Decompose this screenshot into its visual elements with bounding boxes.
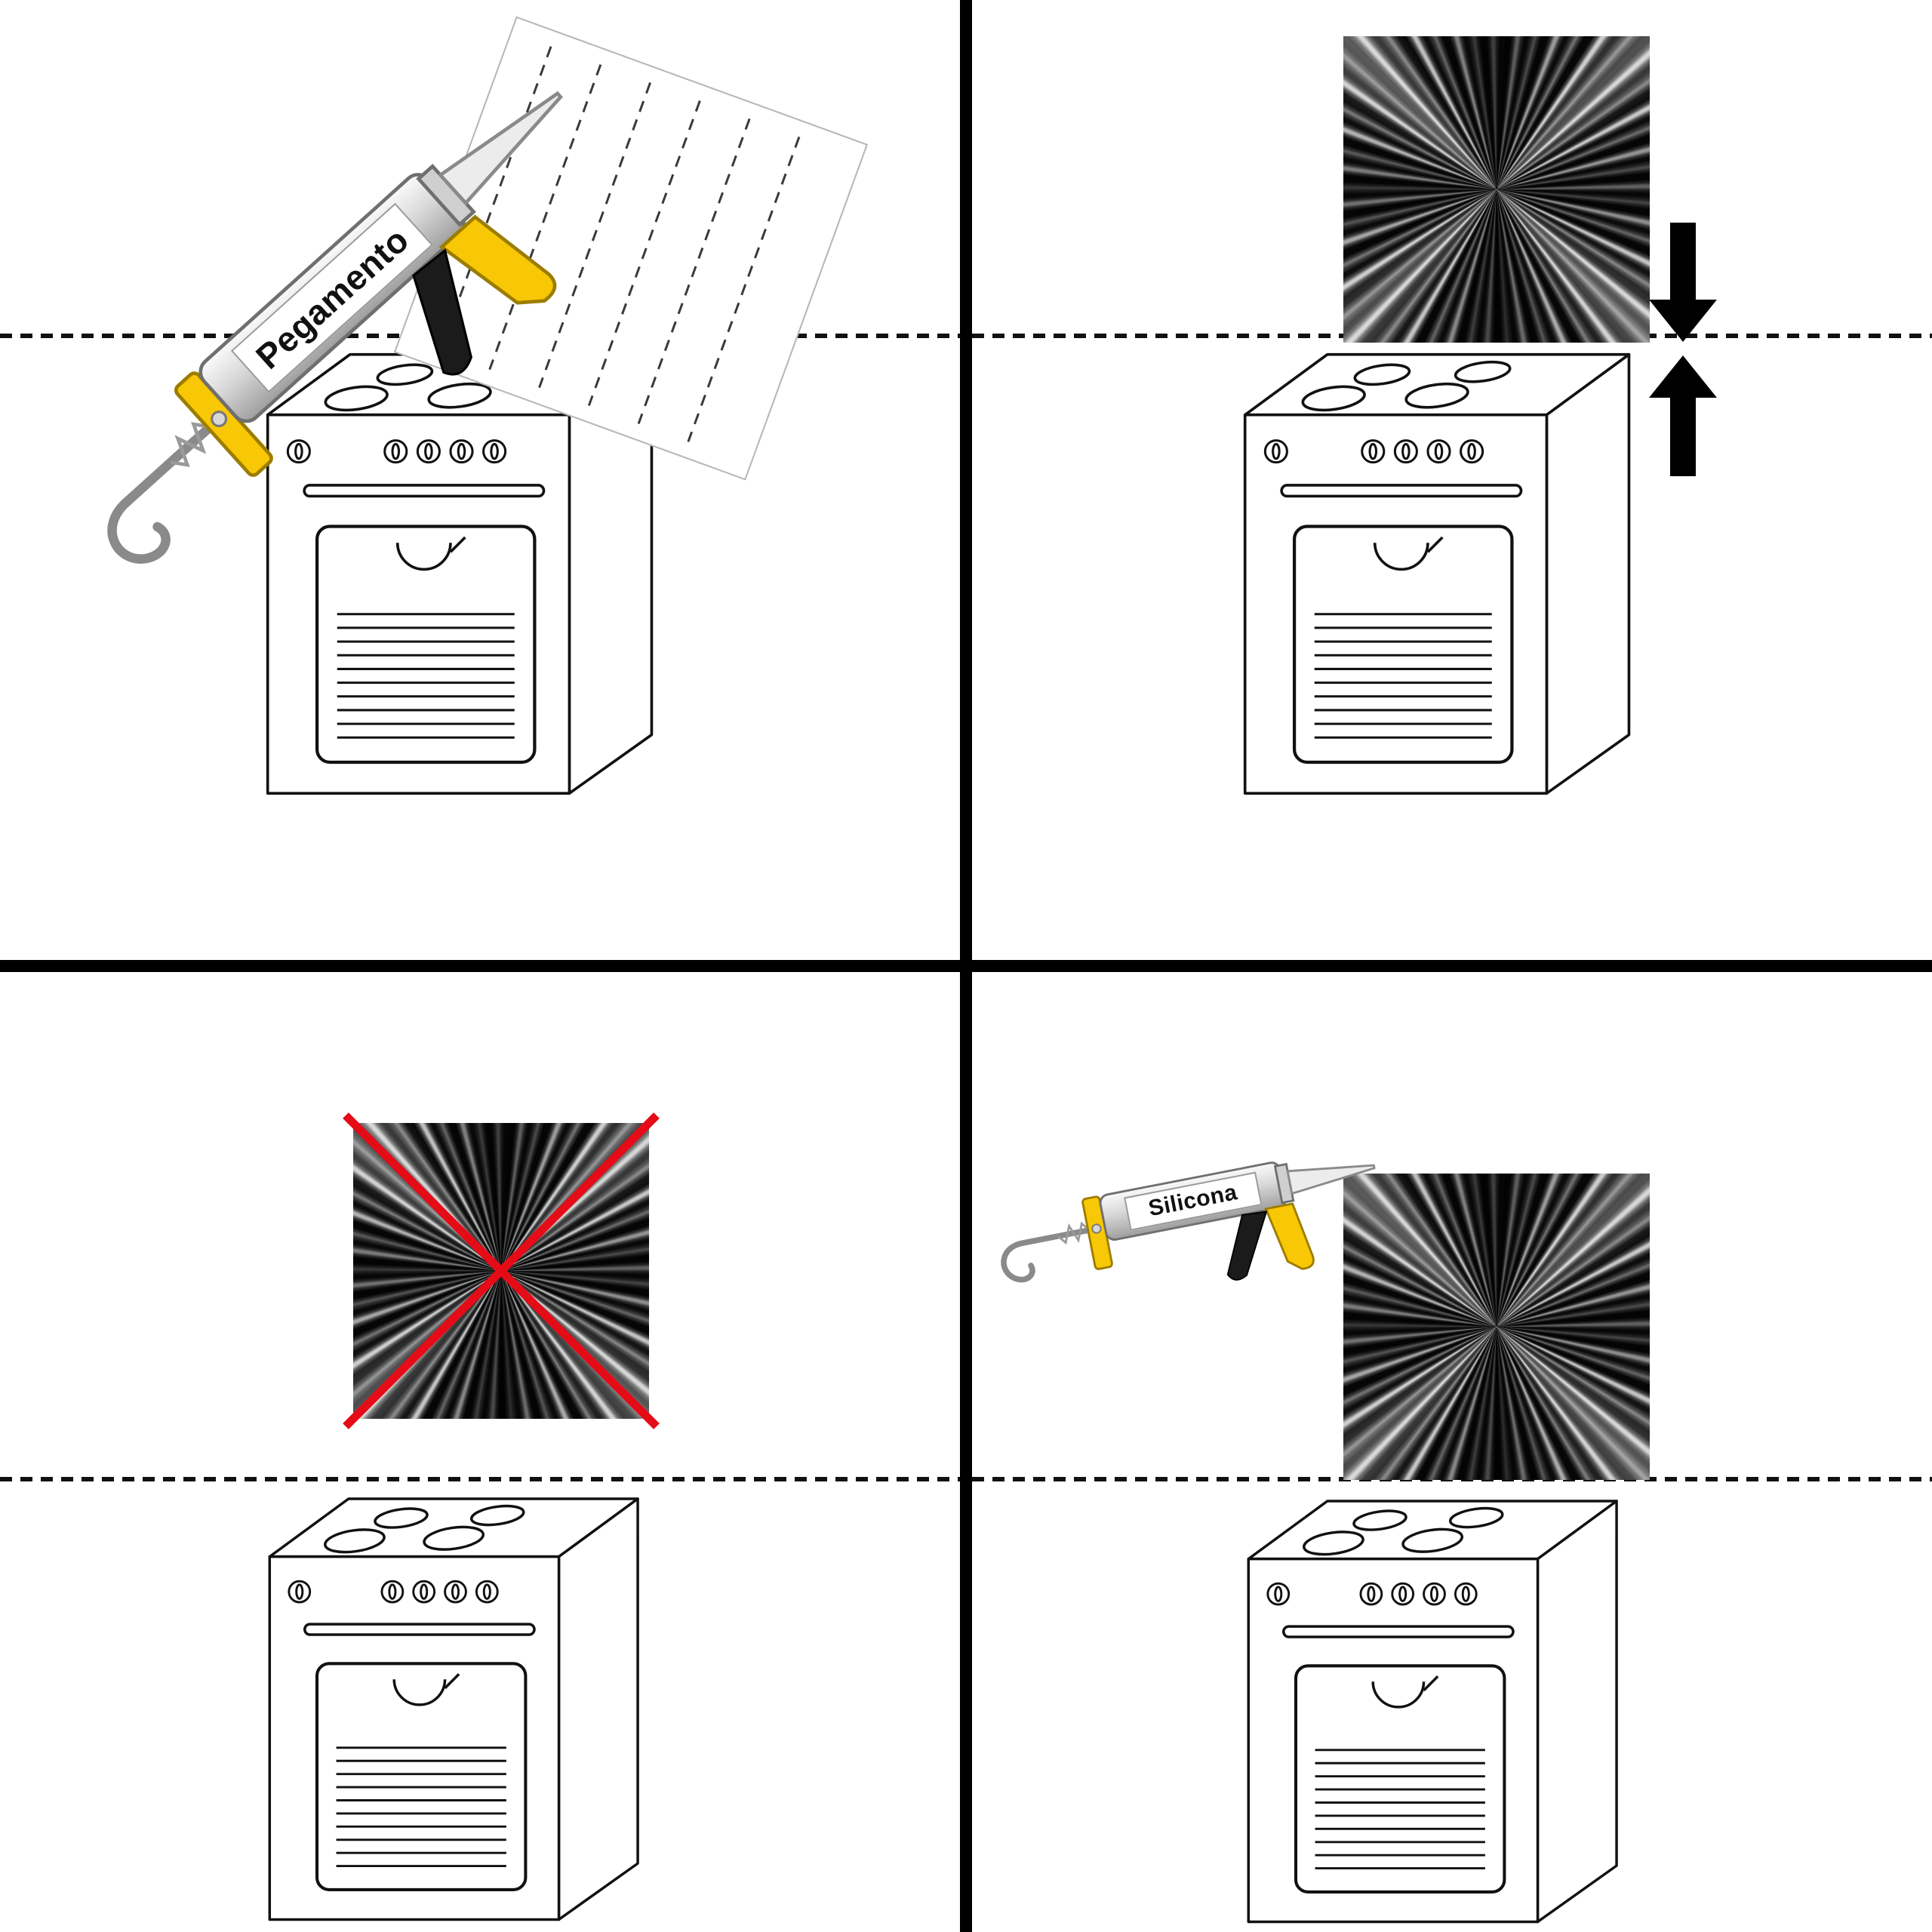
- stove-illustration: [263, 1488, 648, 1922]
- caulk-gun-icon: Silicona: [972, 1103, 1396, 1341]
- no-symbol-x-icon: [343, 1112, 660, 1429]
- step-3-prohibited: [0, 972, 960, 1932]
- stove-illustration: [1241, 1491, 1627, 1924]
- step-4-apply-silicone: Silicona: [972, 972, 1932, 1932]
- wall-line: [0, 1477, 960, 1481]
- metal-backsplash-panel: [343, 1112, 660, 1429]
- glue-bead-dashes: [438, 46, 801, 442]
- adhesive-sheet-panel: [393, 16, 869, 481]
- horizontal-divider: [0, 960, 1932, 972]
- metal-backsplash-panel: [1343, 1174, 1650, 1480]
- press-together-arrows-icon: [1649, 223, 1717, 476]
- metal-backsplash-panel: [1343, 36, 1650, 343]
- up-arrow-icon: [1649, 355, 1717, 476]
- step-2-press-panel: [972, 0, 1932, 960]
- down-arrow-icon: [1649, 223, 1717, 342]
- stove-illustration: [1238, 343, 1640, 796]
- step-1-apply-adhesive: Pegamento: [0, 0, 960, 960]
